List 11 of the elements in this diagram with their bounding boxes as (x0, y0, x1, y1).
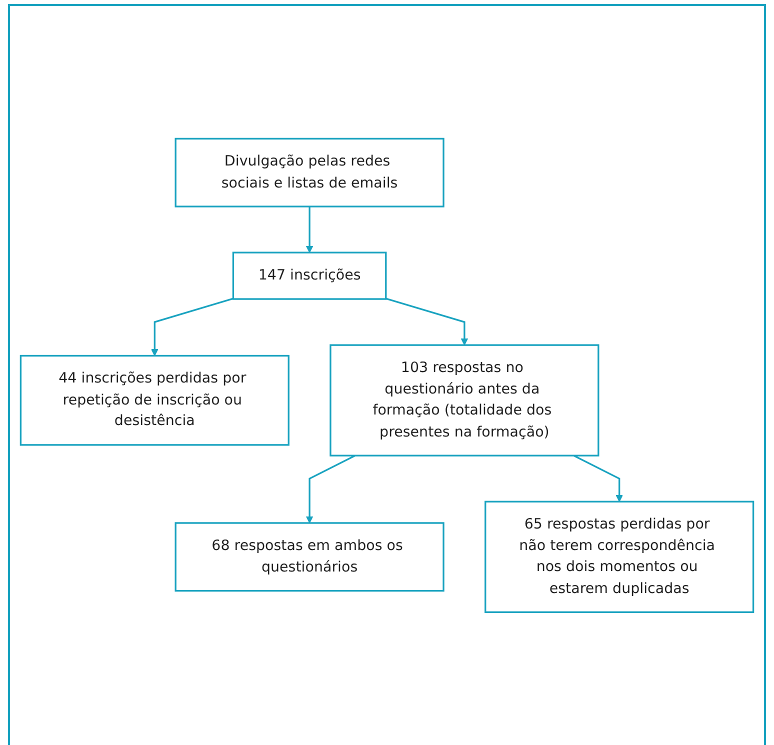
node-box: 44 inscrições perdidas por repetição de inscrição ou desistência (20, 354, 290, 446)
arrow (573, 454, 624, 502)
arrow (306, 454, 356, 523)
arrow (386, 297, 468, 345)
node-box: 103 respostas no questionário antes da formação (totalidade dos presentes na formação) (330, 344, 600, 456)
arrow (150, 297, 234, 356)
node-box: 68 respostas em ambos os questionários (174, 522, 444, 592)
node-box: 65 respostas perdidas por não terem correspondência nos dois momentos ou estarem duplicadas (484, 500, 754, 613)
arrow (306, 206, 314, 252)
node-box: 147 inscrições (232, 251, 387, 300)
node-box: Divulgação pelas redes sociais e listas de emails (174, 137, 444, 207)
